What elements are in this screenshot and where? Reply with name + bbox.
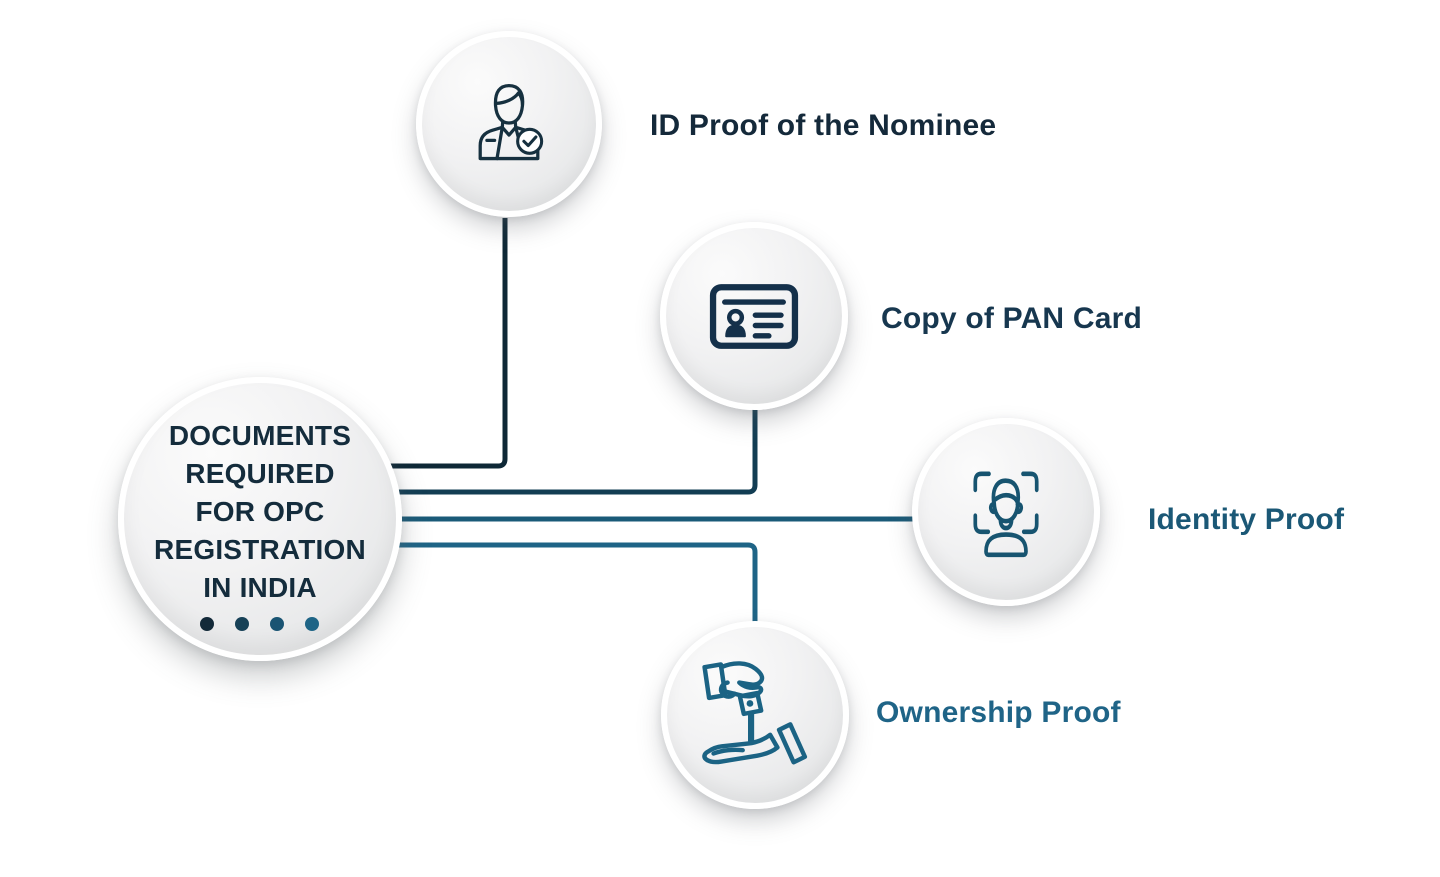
dot-3: [270, 617, 285, 631]
dot-1: [200, 617, 215, 631]
dot-4: [305, 617, 320, 631]
key-handover-icon: [702, 661, 808, 765]
title-line: REQUIRED: [185, 458, 335, 489]
person-check-icon: [478, 83, 544, 161]
label-pan-card: Copy of PAN Card: [881, 302, 1142, 335]
central-title-block: DOCUMENTS REQUIRED FOR OPC REGISTRATION …: [154, 407, 366, 631]
title-dots: [200, 617, 320, 631]
central-circle: DOCUMENTS REQUIRED FOR OPC REGISTRATION …: [118, 377, 402, 661]
title-line: IN INDIA: [203, 572, 317, 603]
face-scan-icon: [973, 471, 1039, 558]
dot-2: [235, 617, 250, 631]
label-id-proof: ID Proof of the Nominee: [650, 109, 997, 142]
title-line: FOR OPC: [195, 496, 325, 527]
label-ownership-proof: Ownership Proof: [876, 696, 1121, 729]
title-line: REGISTRATION: [154, 534, 366, 565]
circle-pan-card: [660, 222, 848, 410]
id-card-icon: [709, 283, 799, 349]
circle-identity-proof: [912, 418, 1100, 606]
label-identity-proof: Identity Proof: [1148, 503, 1345, 536]
title-line: DOCUMENTS: [168, 420, 352, 451]
connector-pan-card: [382, 404, 758, 495]
connector-ownership-proof: [382, 542, 758, 628]
circle-id-proof: [416, 31, 602, 217]
circle-ownership-proof: [661, 621, 849, 809]
connector-id-proof: [382, 218, 508, 469]
